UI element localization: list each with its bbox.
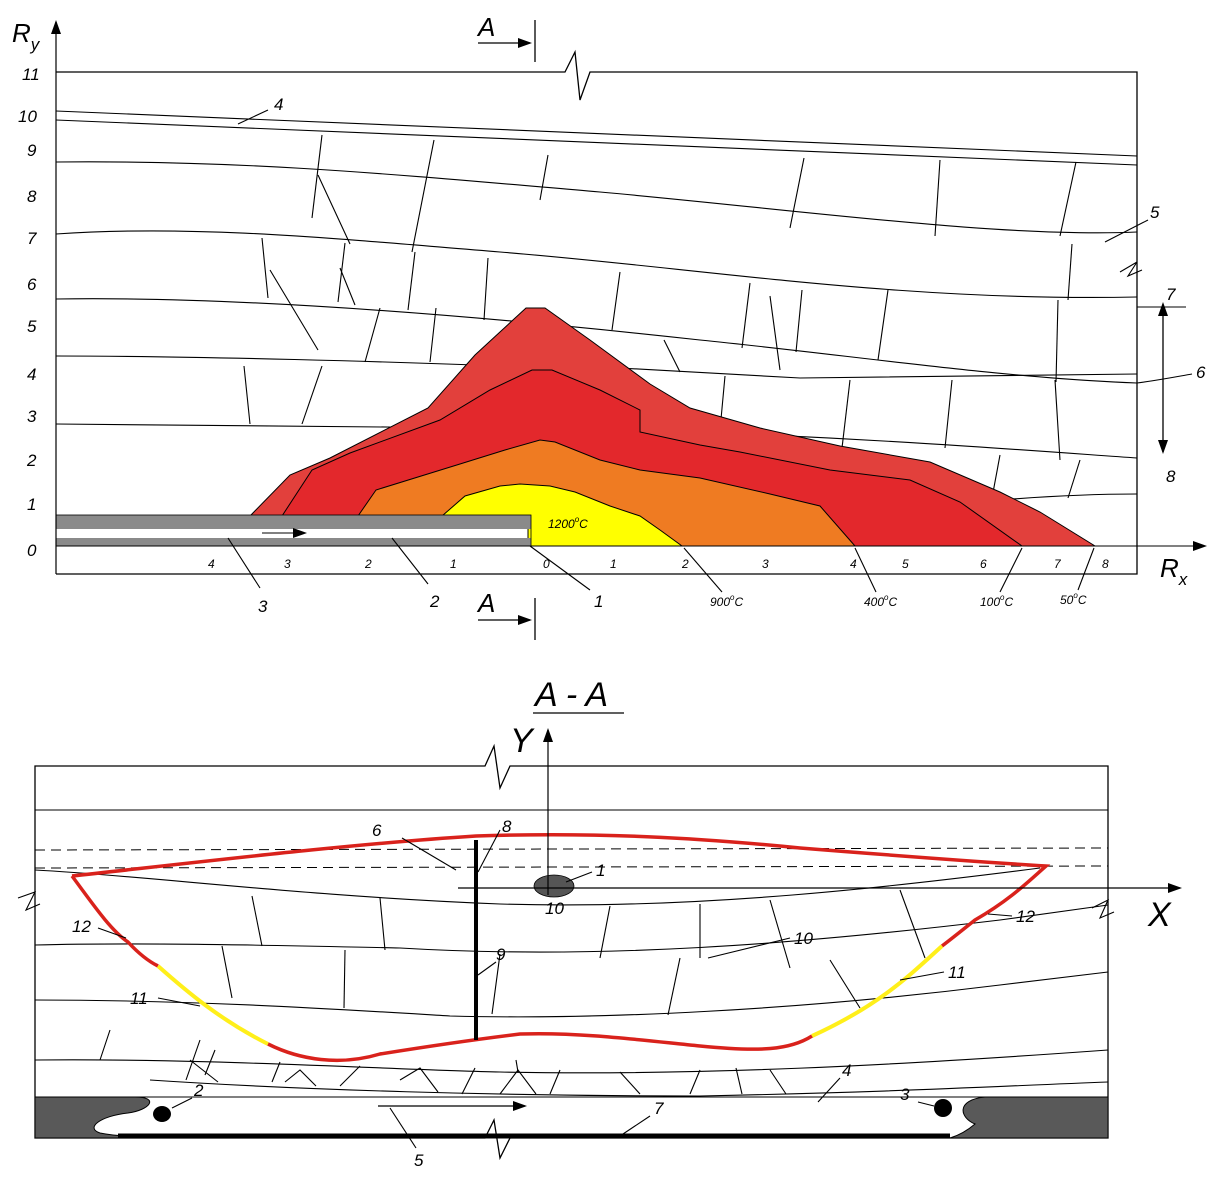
- ry-tick: 3: [27, 407, 37, 426]
- rx-tick: 1: [450, 557, 457, 571]
- callout-8: 8: [1166, 467, 1176, 486]
- dashed-line-bottom: [34, 865, 1109, 869]
- rx-tick: 1: [610, 557, 617, 571]
- callout-6: 6: [372, 821, 382, 840]
- y-axis-label: Y: [510, 722, 535, 760]
- upper-callouts: 1 2 3 4 5 6 7 8: [227, 95, 1206, 616]
- rx-tick: 8: [1102, 557, 1109, 571]
- callout-3: 3: [258, 597, 268, 616]
- callout-9: 9: [496, 945, 506, 964]
- rx-tick: 7: [1054, 557, 1062, 571]
- callout-5: 5: [414, 1151, 424, 1170]
- callout-10-cavity: 10: [545, 899, 564, 918]
- callout-1: 1: [596, 861, 605, 880]
- rx-tick: 2: [364, 557, 372, 571]
- lower-callouts: 1 2 3 4 5 6 7 8 9 10 10 11 11: [72, 817, 1035, 1170]
- rock-right: [949, 1096, 1109, 1139]
- ry-tick: 2: [26, 451, 37, 470]
- ry-tick: 9: [27, 141, 37, 160]
- rx-tick: 3: [762, 557, 769, 571]
- isotherm-labels: 1200oC 900oC 400oC 100oC 50oC: [548, 515, 1095, 609]
- burn-boundary: [70, 832, 1051, 1063]
- lower-fractures: [99, 889, 926, 1095]
- callout-1: 1: [594, 592, 603, 611]
- upper-right-break: [1119, 261, 1143, 278]
- boundary-yellow-left: [156, 964, 269, 1046]
- well-3: [934, 1099, 952, 1117]
- dashed-line-top: [34, 847, 1109, 851]
- upper-frame-top: [56, 49, 1138, 575]
- callout-4: 4: [274, 95, 283, 114]
- callout-7: 7: [1166, 285, 1176, 304]
- section-markers: A A: [476, 12, 536, 640]
- rx-tick: 3: [284, 557, 291, 571]
- callout-5: 5: [1150, 203, 1160, 222]
- rx-tick: 6: [980, 557, 987, 571]
- temperature-zones: [248, 307, 1097, 547]
- callout-2: 2: [429, 592, 440, 611]
- cavity-1: [533, 874, 575, 898]
- isotherm-400-label: 400oC: [864, 593, 897, 609]
- ry-tick: 4: [27, 365, 36, 384]
- isotherm-100-label: 100oC: [980, 593, 1013, 609]
- rx-tick: 4: [850, 557, 857, 571]
- isotherm-1200-label: 1200oC: [548, 515, 588, 531]
- callout-2: 2: [193, 1081, 204, 1100]
- ry-tick: 8: [27, 187, 37, 206]
- x-axis-label: X: [1147, 896, 1172, 934]
- callout-4: 4: [842, 1061, 851, 1080]
- ry-tick: 0: [27, 541, 37, 560]
- ry-tick: 6: [27, 275, 37, 294]
- ry-tick: 5: [27, 317, 37, 336]
- rx-tick-labels: 4 3 2 1 0 1 2 3 4 5 6 7 8: [208, 557, 1109, 571]
- callout-12-right: 12: [1016, 907, 1035, 926]
- rx-tick: 2: [681, 557, 689, 571]
- callout-7: 7: [654, 1099, 664, 1118]
- section-mark-bottom: A: [476, 588, 495, 618]
- upper-section-view: Ry Rx 11 10 9 8 7 6 5 4 3 2 1 0 4 3 2 1 …: [12, 12, 1207, 640]
- lower-cross-section: A - A: [17, 676, 1182, 1170]
- boundary-red: [71, 832, 1051, 948]
- isotherm-900-label: 900oC: [710, 593, 743, 609]
- pipe-lower-wall: [56, 538, 531, 546]
- callout-11-right: 11: [948, 963, 966, 982]
- left-break: [17, 891, 41, 912]
- ry-tick: 10: [18, 107, 37, 126]
- section-mark-top: A: [476, 12, 495, 42]
- section-title: A - A: [533, 676, 608, 714]
- rx-tick: 5: [902, 557, 909, 571]
- injection-pipe: [55, 514, 532, 547]
- ry-tick: 7: [27, 229, 37, 248]
- rx-tick: 0: [543, 557, 550, 571]
- callout-10: 10: [794, 929, 813, 948]
- isotherm-50-label: 50oC: [1060, 591, 1087, 607]
- boundary-red-left: [70, 874, 159, 968]
- callout-11-left: 11: [130, 989, 148, 1008]
- ry-tick-labels: 11 10 9 8 7 6 5 4 3 2 1 0: [18, 65, 40, 560]
- upper-fractures: [243, 134, 1081, 499]
- right-break: [1091, 898, 1115, 920]
- lower-strata: [34, 867, 1109, 1097]
- lower-rock-bodies: [34, 1096, 1109, 1139]
- rock-left: [34, 1096, 151, 1139]
- callout-6: 6: [1196, 363, 1206, 382]
- rx-tick: 4: [208, 557, 215, 571]
- pipe-upper-wall: [56, 515, 531, 529]
- boundary-red-bottom: [267, 1031, 813, 1063]
- rx-axis-label: Rx: [1160, 553, 1188, 589]
- ry-tick: 11: [22, 65, 40, 84]
- callout-8: 8: [502, 817, 512, 836]
- ry-axis-label: Ry: [12, 18, 41, 54]
- boundary-yellow-right: [811, 944, 944, 1038]
- callout-3: 3: [900, 1085, 910, 1104]
- callout-12-left: 12: [72, 917, 91, 936]
- well-2: [153, 1106, 171, 1122]
- ry-tick: 1: [27, 495, 36, 514]
